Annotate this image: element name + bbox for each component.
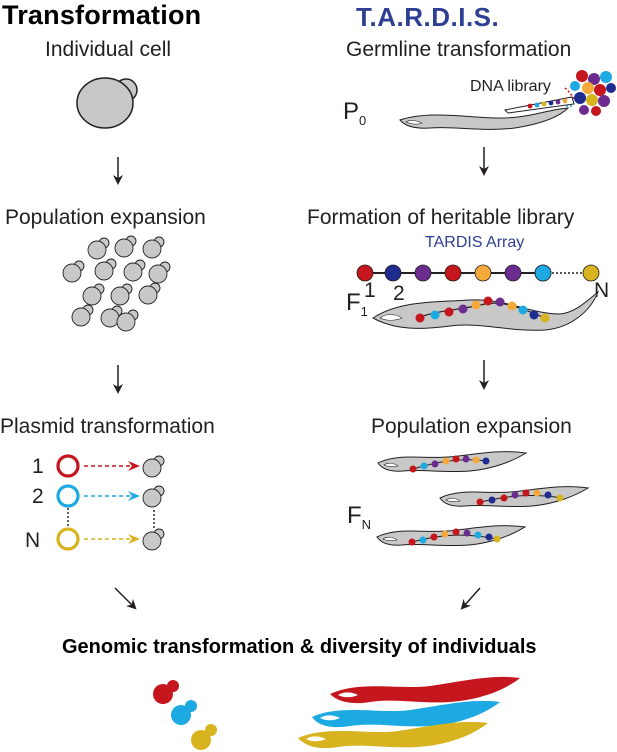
array-index-1: 1: [364, 279, 376, 302]
right-arrow-3: [460, 587, 481, 610]
dna-library-icon: [564, 70, 616, 116]
f1-worm-icon: [372, 290, 600, 331]
transformed-worms-icon: [298, 676, 520, 749]
cell-yellow-target: [142, 528, 165, 551]
left-header: Transformation: [2, 0, 202, 30]
array-index-n: N: [594, 279, 610, 302]
left-step-plasmid-transformation: Plasmid transformation: [0, 415, 215, 438]
left-step-individual-cell: Individual cell: [45, 38, 172, 61]
plasmid-cyan-icon: [56, 484, 80, 508]
worm-population-icon: [376, 451, 590, 547]
label-p0: P0: [343, 98, 367, 128]
plasmid-rows: [56, 454, 165, 551]
left-arrow-3: [114, 587, 137, 610]
cell-red-target: [142, 455, 165, 478]
left-step-population-expansion: Population expansion: [5, 206, 206, 229]
label-fn: FN: [347, 502, 372, 532]
right-step-germline-transformation: Germline transformation: [346, 38, 572, 61]
plasmid-yellow-icon: [56, 527, 80, 551]
array-index-2: 2: [393, 282, 405, 305]
individual-cell-icon: [76, 77, 138, 129]
bottom-title: Genomic transformation & diversity of in…: [62, 636, 537, 658]
plasmid-label-2: 2: [32, 485, 44, 508]
right-step-population-expansion: Population expansion: [371, 415, 572, 438]
plasmid-label-n: N: [25, 529, 41, 552]
plasmid-red-icon: [56, 454, 80, 478]
cell-population-icon: [62, 235, 171, 332]
right-header: T.A.R.D.I.S.: [356, 2, 500, 32]
transformed-cells-icon: [153, 680, 217, 750]
injection-needle-icon: [503, 96, 575, 114]
p0-worm-icon: [399, 107, 570, 130]
tardis-array-label: TARDIS Array: [425, 234, 525, 251]
dna-library-label: DNA library: [470, 78, 551, 95]
plasmid-label-1: 1: [32, 455, 44, 478]
right-step-heritable-library: Formation of heritable library: [307, 206, 575, 229]
cell-cyan-target: [142, 485, 165, 508]
label-f1: F1: [346, 289, 368, 319]
tardis-array-icon: [356, 264, 600, 282]
